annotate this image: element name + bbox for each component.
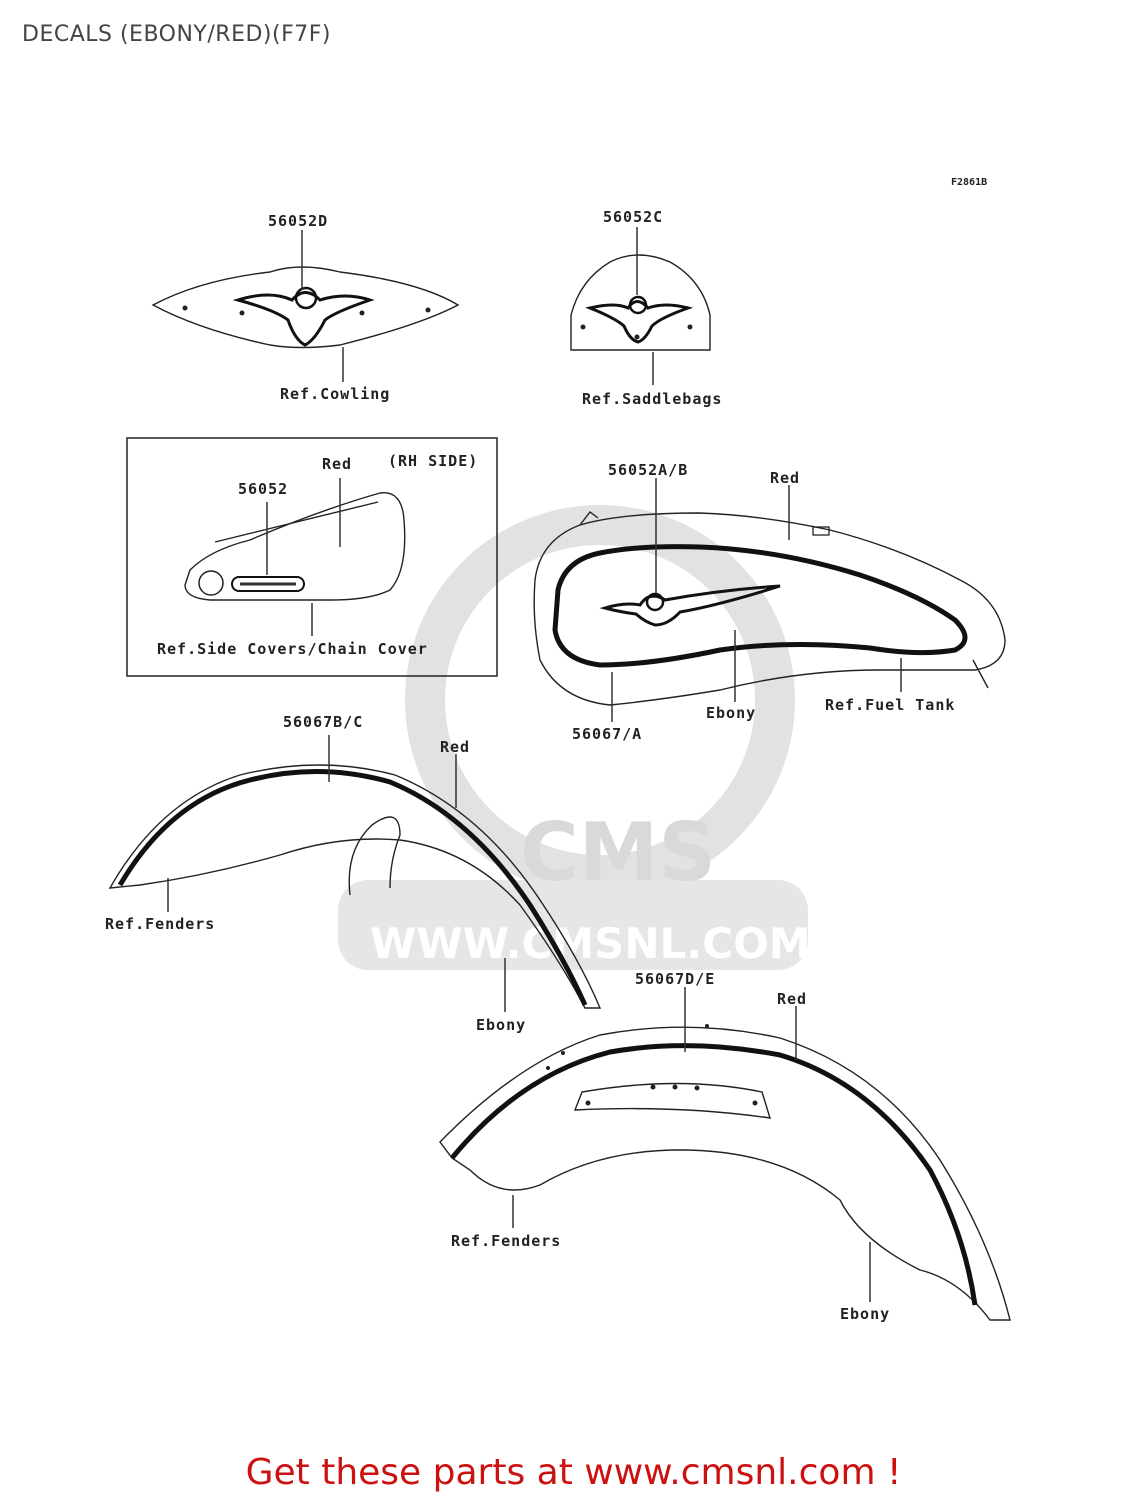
footer-link-text[interactable]: Get these parts at www.cmsnl.com ! [245,1452,902,1493]
part-number-56052: 56052 [238,480,288,498]
ref-fenders-front-label: Ref.Fenders [105,915,215,933]
ref-fuel-tank-label: Ref.Fuel Tank [825,696,955,714]
watermark: CMS WWW.CMSNL.COM [338,505,811,970]
saddlebag-decal-group: 56052C Ref.Saddlebags [570,208,722,408]
tank-ebony-label: Ebony [706,704,756,722]
tank-red-label: Red [770,469,800,487]
part-number-56052ab: 56052A/B [608,461,688,479]
part-number-56052d: 56052D [268,212,328,230]
part-number-56052c: 56052C [603,208,663,226]
ref-saddlebags-label: Ref.Saddlebags [582,390,722,408]
rear-fender-group: 56067D/E Red Ref.Fenders Ebony [439,970,1011,1323]
kawasaki-v-emblem-icon [232,291,375,347]
rear-fender-red-label: Red [777,990,807,1008]
page-title: DECALS (EBONY/RED)(F7F) [22,22,331,47]
part-number-56067bc: 56067B/C [283,713,363,731]
rear-fender-ebony-label: Ebony [840,1305,890,1323]
ref-fenders-rear-label: Ref.Fenders [451,1232,561,1250]
kawasaki-v-emblem-icon [599,584,781,627]
kawasaki-logo-badge-icon [231,576,305,592]
side-cover-red-label: Red [322,455,352,473]
front-fender-ebony-label: Ebony [476,1016,526,1034]
front-fender-group: 56067B/C Red Ref.Fenders Ebony [105,713,602,1034]
part-number-56067de: 56067D/E [635,970,715,988]
side-cover-box: Red (RH SIDE) 56052 Ref.Side Covers/Chai… [126,437,498,677]
front-fender-red-label: Red [440,738,470,756]
ref-side-covers-label: Ref.Side Covers/Chain Cover [157,640,428,658]
ref-cowling-label: Ref.Cowling [280,385,390,403]
watermark-logo: CMS [520,806,716,899]
rh-side-label: (RH SIDE) [388,452,478,470]
cowling-decal-group: 56052D Ref.Cowling [151,212,460,403]
watermark-url: WWW.CMSNL.COM [370,919,811,968]
figure-code: F2861B [951,177,987,188]
fuel-tank-group: 56052A/B Red Ebony Ref.Fuel Tank 56067/A [533,461,1006,743]
part-number-56067a: 56067/A [572,725,642,743]
